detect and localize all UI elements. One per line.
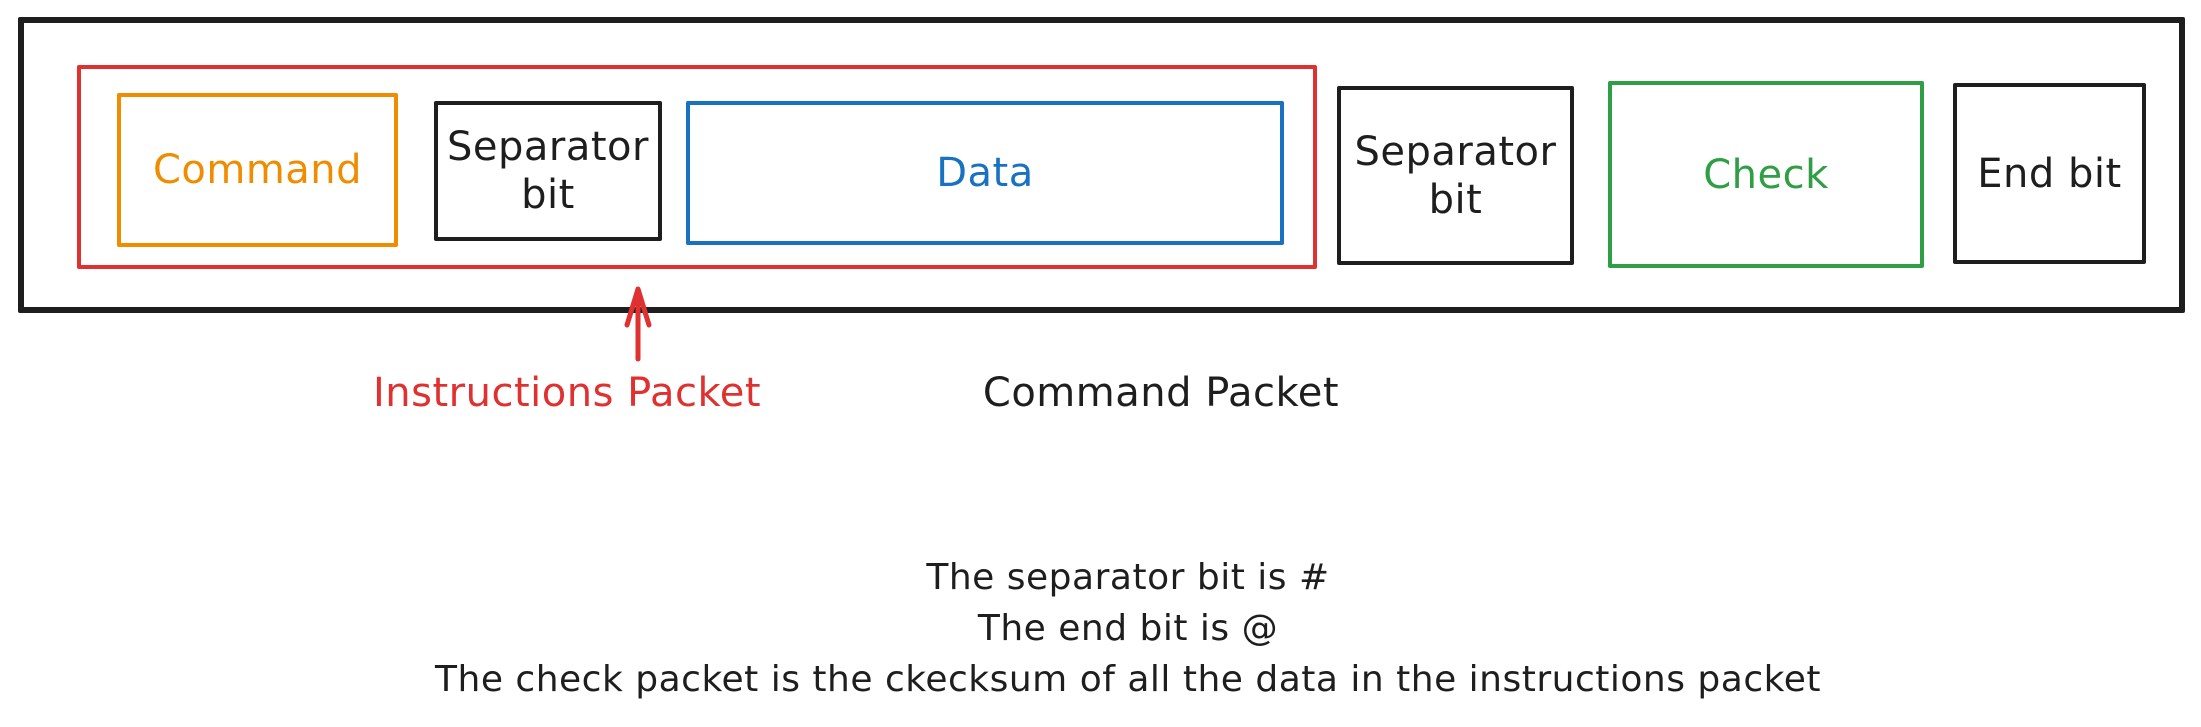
- note-check-packet: The check packet is the ckecksum of all …: [435, 659, 1821, 700]
- separator-bit-box-1: Separator bit: [434, 101, 662, 241]
- check-segment-label: Check: [1703, 151, 1829, 198]
- command-packet-label: Command Packet: [982, 370, 1340, 416]
- command-packet-box: [18, 17, 2185, 313]
- separator-bit-label-2: Separator bit: [1354, 128, 1557, 223]
- command-segment-box: Command: [117, 93, 398, 247]
- instructions-packet-box: [77, 65, 1317, 269]
- separator-bit-box-2: Separator bit: [1337, 86, 1574, 265]
- data-segment-box: Data: [686, 101, 1284, 245]
- separator-bit-label-1: Separator bit: [447, 124, 649, 218]
- instructions-packet-label: Instructions Packet: [373, 370, 761, 416]
- notes-block: The separator bit is # The end bit is @ …: [28, 552, 2201, 705]
- note-separator-bit: The separator bit is #: [926, 557, 1330, 598]
- command-segment-label: Command: [152, 147, 363, 193]
- check-segment-box: Check: [1608, 81, 1924, 268]
- end-bit-label: End bit: [1977, 150, 2122, 197]
- data-segment-label: Data: [936, 150, 1034, 196]
- note-end-bit: The end bit is @: [977, 608, 1279, 649]
- end-bit-box: End bit: [1953, 83, 2146, 264]
- arrow-up-icon: [624, 286, 652, 362]
